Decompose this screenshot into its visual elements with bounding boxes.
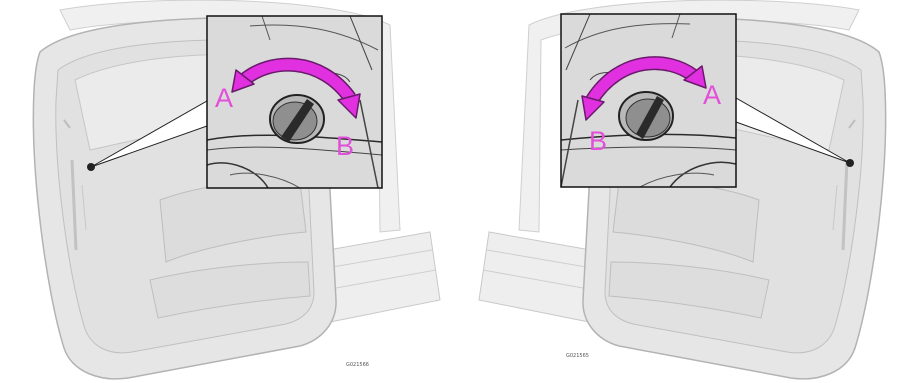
right-door-illustration: A B G021565 <box>479 0 886 379</box>
position-label-b: B <box>336 131 354 161</box>
figure-code: G021566 <box>346 362 369 368</box>
figure-code: G021565 <box>566 353 589 359</box>
position-label-b: B <box>589 126 607 156</box>
magnified-inset <box>207 16 382 188</box>
position-label-a: A <box>215 83 233 113</box>
left-door-illustration: A B G021566 <box>33 0 440 379</box>
position-label-a: A <box>703 80 721 110</box>
